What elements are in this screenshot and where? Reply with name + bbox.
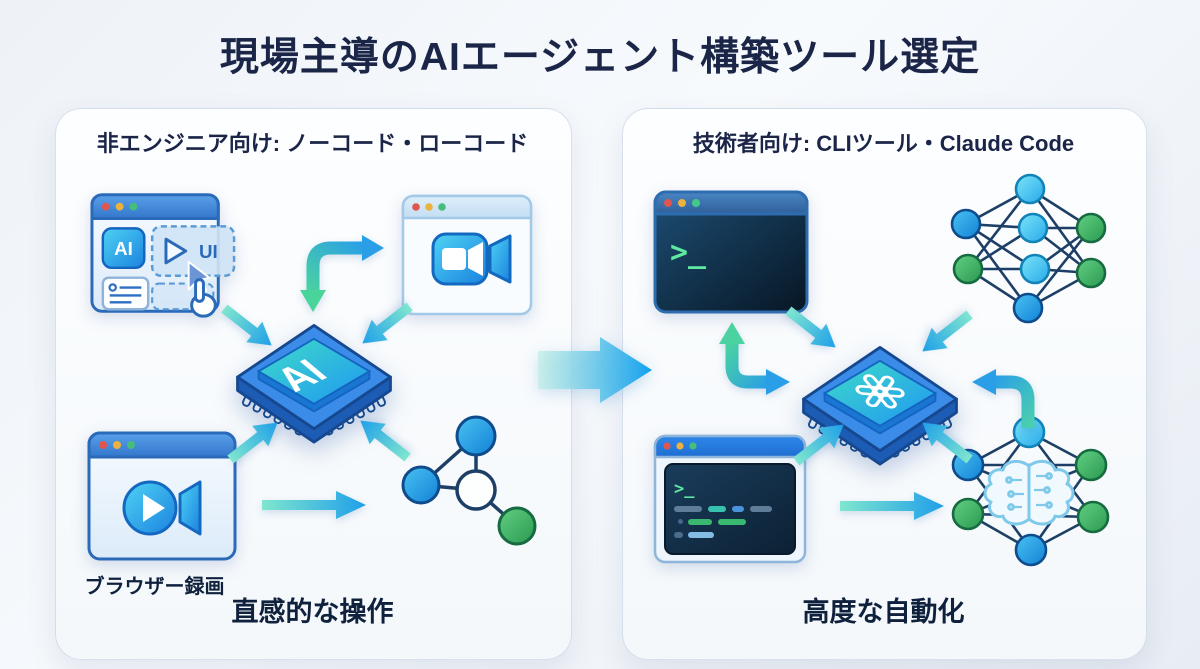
terminal-window-icon: >_ xyxy=(652,188,810,316)
recording-caption: ブラウザー録画 xyxy=(84,576,225,598)
window-title-bar xyxy=(653,190,809,216)
terminal-body xyxy=(664,463,796,555)
horizontal-flow-arrow xyxy=(836,489,948,523)
nn-node-green xyxy=(952,253,984,285)
window-controls-icon xyxy=(412,203,446,211)
window-title-bar xyxy=(401,194,533,220)
nn-node-cyan xyxy=(1019,253,1051,285)
brain-icon xyxy=(983,459,1075,526)
nn-node-blue xyxy=(950,208,982,240)
window-controls-icon xyxy=(99,441,135,449)
inward-arrow xyxy=(912,301,981,364)
form-widget-icon xyxy=(101,276,150,311)
nn-node-green xyxy=(1075,257,1107,289)
page-title: 現場主導のAIエージェント構築ツール選定 xyxy=(219,36,981,79)
node-graph-icon xyxy=(390,406,550,568)
neural-network-icon xyxy=(936,164,1108,326)
graph-node-blue xyxy=(455,415,497,457)
window-controls-icon xyxy=(101,202,138,211)
browser-recording-icon xyxy=(86,428,238,566)
window-title-bar xyxy=(87,431,237,459)
inward-arrow xyxy=(220,409,289,472)
left-panel-header: 非エンジニア向け: ノーコード・ローコード xyxy=(96,131,529,156)
code-terminal-icon: >_ xyxy=(652,432,808,566)
play-outline-icon xyxy=(164,237,188,265)
graph-node-white xyxy=(455,469,497,511)
nn-node-cyan xyxy=(1014,173,1046,205)
nn-node-blue xyxy=(1014,533,1048,567)
graph-node-green xyxy=(497,506,537,546)
window-title-bar xyxy=(90,193,220,220)
elbow-arrow-down-right xyxy=(288,230,398,314)
inward-arrow xyxy=(350,407,419,470)
left-panel-footer: 直感的な操作 xyxy=(231,597,394,627)
code-lines xyxy=(674,506,772,538)
ui-label: UI xyxy=(199,241,218,262)
nn-node-green xyxy=(1075,212,1107,244)
window-controls-icon xyxy=(664,199,700,207)
nn-node-cyan xyxy=(1017,212,1049,244)
window-controls-icon xyxy=(663,442,697,450)
terminal-prompt: >_ xyxy=(670,235,707,270)
graph-node-blue xyxy=(401,465,441,505)
neural-network-brain-icon xyxy=(934,412,1116,578)
ai-button-label: AI xyxy=(114,238,133,259)
chip-die-top xyxy=(256,337,372,405)
ai-button xyxy=(101,227,146,270)
openai-logo-icon xyxy=(855,374,905,409)
window-title-bar xyxy=(653,434,807,459)
inward-arrow xyxy=(214,295,283,358)
inward-arrow xyxy=(778,297,847,360)
hand-pointer-icon xyxy=(190,278,217,318)
nn-node-blue xyxy=(1012,292,1044,324)
nn-node-green xyxy=(1074,448,1108,482)
elbow-arrow-up-left xyxy=(964,360,1044,432)
nn-node-green xyxy=(1076,500,1110,534)
drag-drop-zone xyxy=(150,225,236,277)
video-window-icon xyxy=(400,192,534,318)
inward-arrow xyxy=(912,409,981,472)
video-camera-icon xyxy=(431,232,512,286)
horizontal-flow-arrow xyxy=(258,488,370,522)
nn-edges xyxy=(964,187,1093,310)
ai-chip-icon: AI xyxy=(228,296,400,460)
terminal-prompt: >_ xyxy=(674,479,695,499)
nn-node-green xyxy=(951,497,985,531)
browser-ui-builder-icon: AI UI xyxy=(90,184,238,324)
right-panel-footer: 高度な自動化 xyxy=(802,597,965,627)
right-panel-header: 技術者向け: CLIツール・Claude Code xyxy=(692,131,1075,156)
record-video-icon xyxy=(122,480,202,536)
chip-die-top xyxy=(822,359,938,427)
inward-arrow xyxy=(352,293,421,356)
big-flow-arrow xyxy=(538,336,656,404)
inward-arrow xyxy=(786,411,855,474)
elbow-arrow-up-right xyxy=(712,318,798,406)
